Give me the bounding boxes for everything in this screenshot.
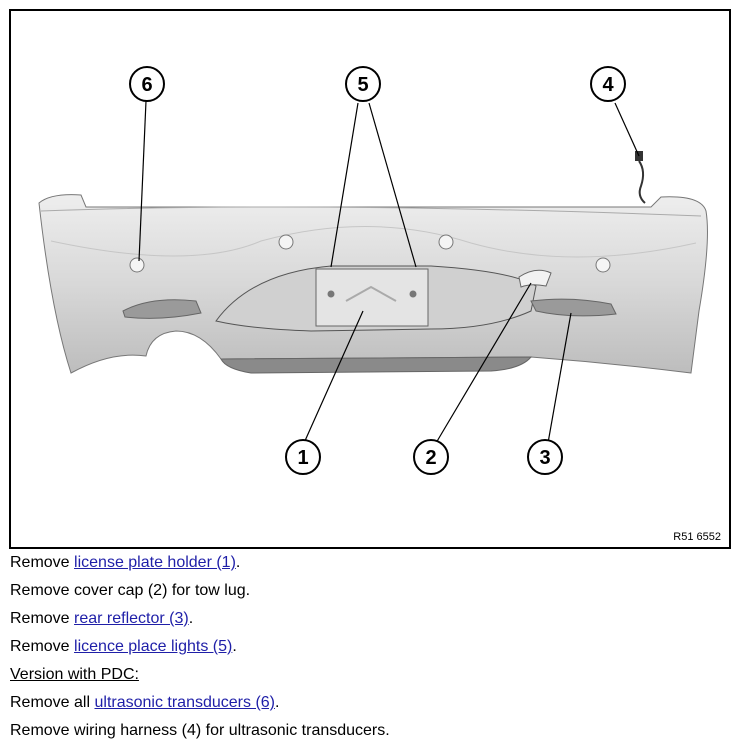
svg-text:2: 2 xyxy=(425,447,436,469)
svg-text:3: 3 xyxy=(539,447,550,469)
figure-id-label: R51 6552 xyxy=(673,531,721,543)
ultrasonic-transducers-link[interactable]: ultrasonic transducers (6) xyxy=(94,694,275,711)
bumper-diagram: 6 5 4 1 2 3 R51 6552 xyxy=(9,9,731,549)
svg-text:5: 5 xyxy=(357,74,368,96)
step-ultrasonic-transducers: Remove all ultrasonic transducers (6). xyxy=(10,694,280,711)
callout-6: 6 xyxy=(129,66,165,102)
licence-place-lights-link[interactable]: licence place lights (5) xyxy=(74,638,233,655)
callout-5: 5 xyxy=(345,66,381,102)
rear-reflector-link[interactable]: rear reflector (3) xyxy=(74,610,189,627)
version-heading: Version with PDC: xyxy=(10,666,139,683)
instruction-list: Remove license plate holder (1). Remove … xyxy=(10,553,730,749)
callout-1: 1 xyxy=(285,439,321,475)
svg-text:1: 1 xyxy=(297,447,308,469)
callout-2: 2 xyxy=(413,439,449,475)
bumper-illustration: 6 5 4 1 2 3 xyxy=(38,66,708,475)
license-plate-holder-link[interactable]: license plate holder (1) xyxy=(74,554,236,571)
step-license-plate-holder: Remove license plate holder (1). xyxy=(10,554,241,571)
step-cover-cap: Remove cover cap (2) for tow lug. xyxy=(10,582,251,599)
callout-4: 4 xyxy=(590,66,626,102)
step-wiring-harness: Remove wiring harness (4) for ultrasonic… xyxy=(10,722,390,739)
svg-text:4: 4 xyxy=(602,74,614,96)
callout-3: 3 xyxy=(527,439,563,475)
svg-text:6: 6 xyxy=(141,74,152,96)
step-rear-reflector: Remove rear reflector (3). xyxy=(10,610,194,627)
step-licence-place-lights: Remove licence place lights (5). xyxy=(10,638,237,655)
